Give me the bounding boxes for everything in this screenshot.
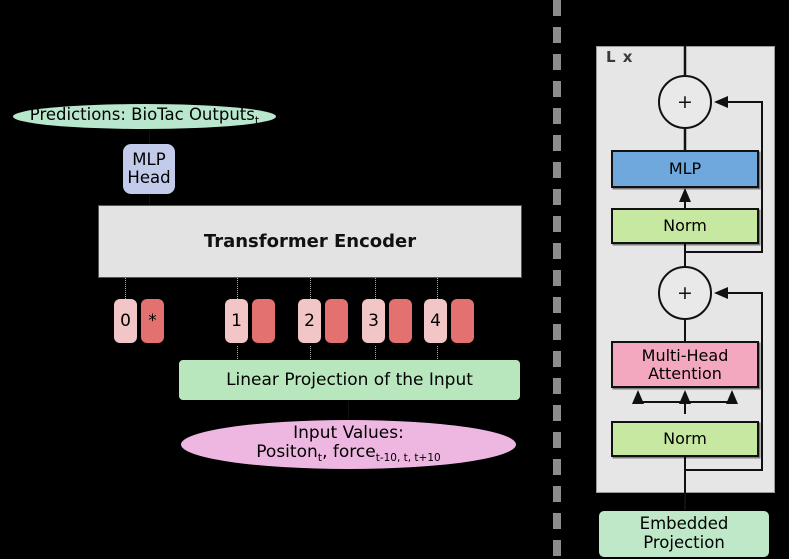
token-dotline-3: [375, 278, 376, 299]
token-index-4: 4: [424, 299, 447, 343]
dashed-divider: [553, 0, 561, 559]
block-mlp: MLP: [611, 150, 759, 188]
residual-add-bottom: +: [658, 266, 712, 320]
position-subscript: t: [317, 451, 323, 465]
repeat-count-label: L x: [606, 48, 634, 66]
connector-input-to-linproj: [348, 401, 349, 419]
block-attention-label: Multi-Head Attention: [641, 345, 729, 383]
block-mlp-label: MLP: [668, 159, 702, 179]
token-group-1: 1: [225, 299, 275, 343]
input-values-label: Input Values: Positont, forcet-10, t, t+…: [256, 423, 441, 465]
token-group-0: 0 *: [114, 299, 164, 343]
linproj-dotline-3: [375, 346, 376, 359]
plus-top-label: +: [677, 91, 693, 113]
token-patch-2: [325, 299, 348, 343]
linproj-dotline-1: [237, 346, 238, 359]
embedded-projection-box: Embedded Projection: [598, 510, 770, 558]
mlp-head-box: MLP Head: [122, 143, 176, 195]
mlp-head-label: MLP Head: [127, 149, 171, 187]
token-index-2: 2: [298, 299, 321, 343]
transformer-encoder-box: Transformer Encoder: [98, 205, 522, 278]
token-index-3: 3: [362, 299, 385, 343]
token-dotline-2: [310, 278, 311, 299]
connector-mlphead-to-encoder: [149, 195, 150, 207]
transformer-encoder-label: Transformer Encoder: [203, 231, 417, 252]
linproj-dotline-2: [310, 346, 311, 359]
predictions-ellipse: Predictions: BioTac Outputst: [12, 103, 277, 130]
force-subscript: t-10, t, t+10: [375, 452, 441, 465]
token-group-4: 4: [424, 299, 474, 343]
input-values-ellipse: Input Values: Positont, forcet-10, t, t+…: [180, 419, 517, 470]
block-norm-upper: Norm: [611, 208, 759, 244]
token-patch-3: [389, 299, 412, 343]
embedded-projection-label: Embedded Projection: [639, 514, 729, 552]
linproj-dotline-4: [437, 346, 438, 359]
block-multi-head-attention: Multi-Head Attention: [611, 341, 759, 388]
residual-add-top: +: [658, 75, 712, 129]
token-dotline-0: [125, 278, 126, 299]
plus-bottom-label: +: [677, 282, 693, 304]
token-index-1: 1: [225, 299, 248, 343]
token-group-2: 2: [298, 299, 348, 343]
token-patch-0: *: [141, 299, 164, 343]
block-norm-upper-label: Norm: [663, 216, 707, 236]
token-patch-4: [451, 299, 474, 343]
token-dotline-4: [437, 278, 438, 299]
token-group-3: 3: [362, 299, 412, 343]
predictions-label: Predictions: BioTac Outputst: [29, 104, 260, 127]
token-dotline-1: [237, 278, 238, 299]
block-norm-lower: Norm: [611, 421, 759, 457]
linear-projection-box: Linear Projection of the Input: [178, 359, 521, 401]
token-patch-1: [252, 299, 275, 343]
linear-projection-label: Linear Projection of the Input: [226, 370, 473, 390]
block-norm-lower-label: Norm: [663, 429, 707, 449]
predictions-subscript: t: [254, 113, 260, 127]
connector-predictions-to-mlphead: [149, 130, 150, 143]
token-index-0: 0: [114, 299, 137, 343]
